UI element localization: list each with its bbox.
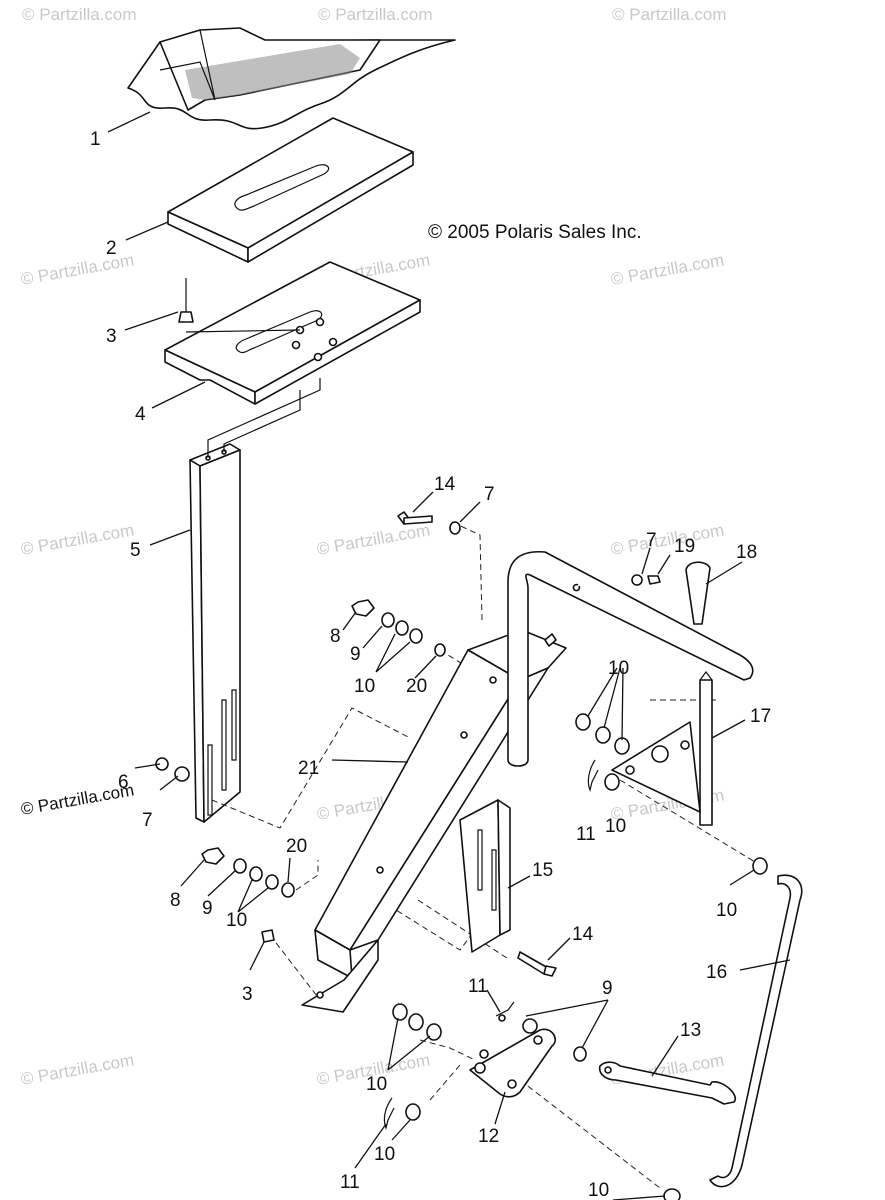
- callout-9: 9: [350, 644, 361, 665]
- callout-21: 21: [298, 758, 319, 779]
- callout-2: 2: [106, 238, 117, 259]
- watermark: © Partzilla.com: [19, 250, 135, 289]
- callout-10: 10: [226, 910, 247, 931]
- callout-10: 10: [716, 900, 737, 921]
- callout-1: 1: [90, 129, 101, 150]
- callout-8: 8: [170, 890, 181, 911]
- callout-3: 3: [242, 984, 253, 1005]
- assembly-lines: [207, 378, 761, 1189]
- callout-14: 14: [434, 474, 456, 495]
- callout-3: 3: [106, 326, 117, 347]
- callout-20: 20: [286, 836, 307, 857]
- leader-lines: [107, 111, 791, 1200]
- watermark: © Partzilla.com: [22, 5, 137, 24]
- part-2-top-plate: [167, 117, 414, 263]
- callout-17: 17: [750, 706, 771, 727]
- callout-19: 19: [674, 536, 695, 557]
- watermark: © Partzilla.com: [612, 5, 727, 24]
- callout-9: 9: [602, 978, 613, 999]
- part-18-knob: [685, 561, 711, 625]
- part-15-bracket: [459, 799, 511, 953]
- callout-5: 5: [130, 540, 141, 561]
- part-16-link-rod: [709, 874, 803, 1188]
- callout-10: 10: [354, 676, 375, 697]
- callout-16: 16: [706, 962, 727, 983]
- callout-6: 6: [118, 772, 129, 793]
- copyright-notice: © 2005 Polaris Sales Inc.: [428, 222, 642, 243]
- callout-13: 13: [680, 1020, 701, 1041]
- callout-7: 7: [142, 810, 153, 831]
- part-12-bellcrank: [469, 1028, 556, 1098]
- part-14-bolts: [397, 511, 557, 977]
- part-13-lower-arm: [598, 1061, 737, 1105]
- part-17-handle-assembly: [507, 551, 754, 826]
- callout-9: 9: [202, 898, 213, 919]
- callout-7: 7: [646, 530, 657, 551]
- callout-4: 4: [135, 404, 146, 425]
- callout-18: 18: [736, 542, 757, 563]
- callout-11: 11: [576, 824, 596, 845]
- part-1-floor-mat: [127, 27, 456, 130]
- callout-10: 10: [608, 658, 629, 679]
- part-3-screw-upper: [178, 278, 194, 323]
- callout-10: 10: [374, 1144, 395, 1165]
- callout-11: 11: [468, 976, 488, 997]
- watermark: © Partzilla.com: [609, 520, 725, 559]
- watermark: © Partzilla.com: [318, 5, 433, 24]
- callout-10: 10: [605, 816, 626, 837]
- callout-7: 7: [484, 484, 495, 505]
- callout-20: 20: [406, 676, 427, 697]
- callout-8: 8: [330, 626, 341, 647]
- callout-labels: 1 2 3 4 5 6 7 14 7 8 9 10 20 10 7 19 18 …: [90, 129, 771, 1200]
- watermark: © Partzilla.com: [315, 520, 431, 559]
- callout-11: 11: [340, 1172, 360, 1193]
- watermark: © Partzilla.com: [19, 1050, 135, 1089]
- part-4-base-plate: [164, 261, 421, 405]
- part-5-vertical-post: [189, 443, 241, 823]
- callout-15: 15: [532, 860, 553, 881]
- fasteners: [155, 521, 768, 1200]
- watermark: © Partzilla.com: [609, 250, 725, 289]
- callout-10: 10: [366, 1074, 387, 1095]
- callout-12: 12: [478, 1126, 499, 1147]
- callout-10: 10: [588, 1180, 609, 1200]
- watermark: © Partzilla.com: [19, 520, 135, 559]
- callout-14: 14: [572, 924, 594, 945]
